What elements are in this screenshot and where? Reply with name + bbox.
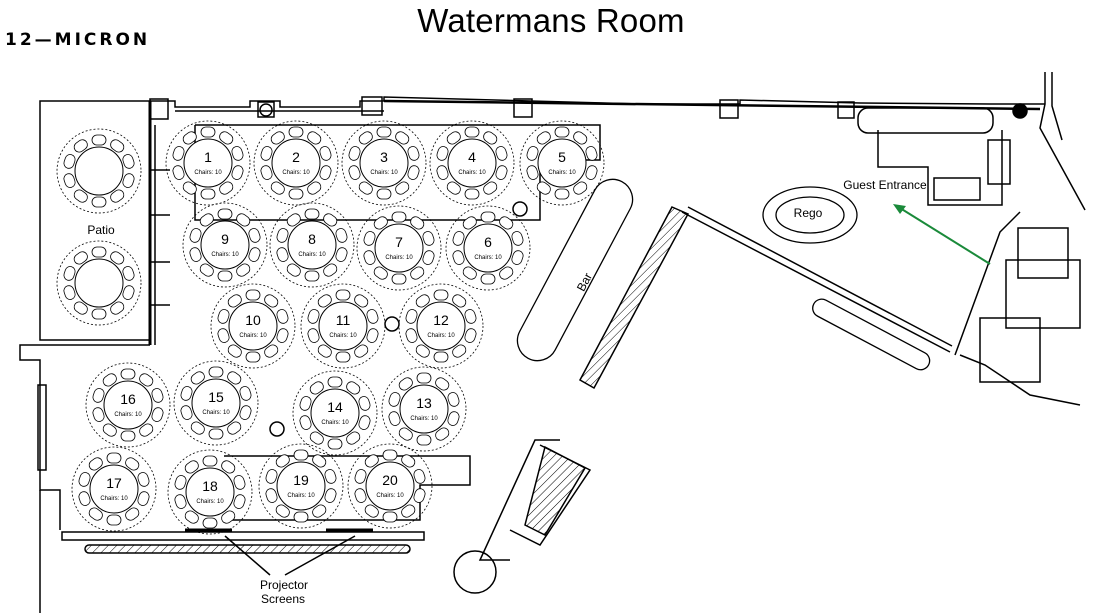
table-chairs-label: Chairs: 10 — [321, 420, 349, 426]
patio-label: Patio — [87, 223, 115, 237]
table-chairs-label: Chairs: 10 — [202, 410, 230, 416]
bar-counter — [516, 178, 634, 362]
table-chairs-label: Chairs: 10 — [100, 496, 128, 502]
table-number: 1 — [204, 149, 212, 165]
table-number: 3 — [380, 149, 388, 165]
projector-label: Projector — [260, 578, 308, 592]
table-number: 17 — [106, 475, 122, 491]
table-chairs-label: Chairs: 10 — [370, 170, 398, 176]
room-walls — [19, 72, 1086, 613]
table-chairs-label: Chairs: 10 — [548, 170, 576, 176]
table-chairs-label: Chairs: 10 — [211, 252, 239, 258]
table-number: 18 — [202, 478, 218, 494]
table-chairs-label: Chairs: 10 — [410, 416, 438, 422]
table-chairs-label: Chairs: 10 — [239, 333, 267, 339]
bar-label: Bar — [574, 271, 595, 294]
table-chairs-label: Chairs: 10 — [196, 499, 224, 505]
patio-table — [56, 128, 142, 214]
table-number: 10 — [245, 312, 261, 328]
table-number: 4 — [468, 149, 476, 165]
table-number: 8 — [308, 231, 316, 247]
table-chairs-label: Chairs: 10 — [376, 493, 404, 499]
table-chairs-label: Chairs: 10 — [282, 170, 310, 176]
table-number: 19 — [293, 472, 309, 488]
table-chairs-label: Chairs: 10 — [298, 252, 326, 258]
table-number: 5 — [558, 149, 566, 165]
rego-desk — [762, 186, 858, 244]
brand-logo: 12—MICRON — [5, 30, 151, 50]
patio-tables — [56, 128, 142, 326]
patio-table — [56, 240, 142, 326]
screens-label: Screens — [261, 592, 305, 606]
entrance-arrow-icon — [893, 204, 991, 265]
table-chairs-label: Chairs: 10 — [194, 170, 222, 176]
table-number: 11 — [336, 312, 351, 328]
table-number: 2 — [292, 149, 300, 165]
table-number: 7 — [395, 234, 403, 250]
table-number: 12 — [433, 312, 449, 328]
table-number: 15 — [208, 389, 224, 405]
table-chairs-label: Chairs: 10 — [458, 170, 486, 176]
table-number: 6 — [484, 234, 492, 250]
table-chairs-label: Chairs: 10 — [474, 255, 502, 261]
table-chairs-label: Chairs: 10 — [385, 255, 413, 261]
page-title: Watermans Room — [417, 2, 685, 39]
table-chairs-label: Chairs: 10 — [329, 333, 357, 339]
table-number: 9 — [221, 231, 229, 247]
table-chairs-label: Chairs: 10 — [114, 412, 142, 418]
table-number: 13 — [416, 395, 432, 411]
table-chairs-label: Chairs: 10 — [427, 333, 455, 339]
table-number: 14 — [327, 399, 343, 415]
table-chairs-label: Chairs: 10 — [287, 493, 315, 499]
table-number: 16 — [120, 391, 136, 407]
guest-entrance-label: Guest Entrance — [843, 178, 927, 192]
table-number: 20 — [382, 472, 398, 488]
rego-label: Rego — [794, 206, 823, 220]
